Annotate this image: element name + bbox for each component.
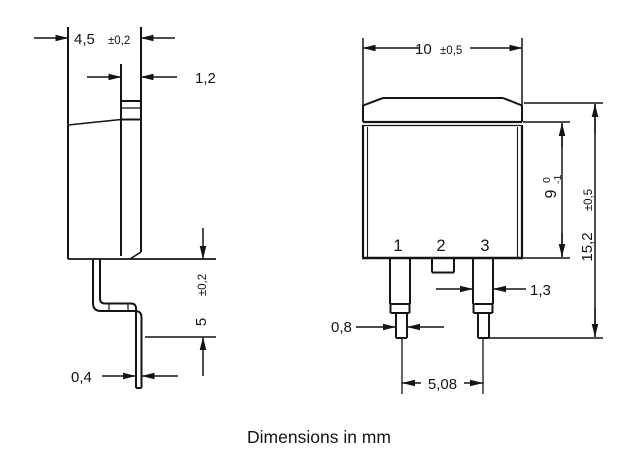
- front-view: 1 2 3 10 ±0,5 1,3 0,8 5,08: [331, 38, 603, 394]
- dim-side-lead-thickness: 0,4: [71, 369, 178, 386]
- side-view-lead: [92, 259, 143, 389]
- dim-body-height-tol-upper: 0: [541, 177, 553, 183]
- dim-side-tab-value: 1,2: [195, 70, 216, 87]
- dim-front-width: 10 ±0,5: [362, 41, 523, 58]
- drawing-caption: Dimensions in mm: [247, 427, 391, 447]
- side-view-outline: [67, 27, 216, 260]
- dim-body-height-text: 9 0 -1: [541, 175, 564, 199]
- side-body-top-slope: [67, 118, 122, 126]
- dim-side-tab: 1,2: [87, 70, 216, 87]
- pin-1-outline: [389, 259, 411, 339]
- dim-total-height-tol: ±0,5: [583, 189, 595, 211]
- dim-side-standoff-tol: ±0,2: [197, 274, 209, 296]
- tab-chamfer-right: [502, 97, 523, 107]
- dim-side-width-tol: ±0,2: [108, 35, 130, 47]
- dim-side-standoff-value: 5: [193, 318, 210, 326]
- dim-lead-width: 1,3: [436, 282, 551, 299]
- tab-chamfer-left: [362, 97, 384, 107]
- dim-side-lead-thickness-value: 0,4: [71, 369, 92, 386]
- pin-3-label: 3: [480, 237, 489, 255]
- side-view: 4,5 ±0,2 1,2 5 ±0,2 0,4: [34, 27, 216, 389]
- pin-3-outline: [472, 259, 494, 339]
- dim-total-height-text: 15,2 ±0,5: [579, 189, 596, 262]
- dim-lead-width-value: 1,3: [530, 282, 551, 299]
- dim-front-width-tol: ±0,5: [440, 45, 462, 57]
- dim-side-width: 4,5 ±0,2: [34, 31, 175, 48]
- dim-body-height: 9 0 -1: [523, 121, 570, 259]
- front-view-outline: [361, 38, 524, 260]
- dim-side-standoff: 5 ±0,2: [145, 228, 216, 376]
- dim-total-height-value: 15,2: [579, 232, 596, 261]
- lead-outer-contour: [92, 259, 143, 388]
- pin-2-label: 2: [436, 237, 445, 255]
- dim-body-height-value: 9: [543, 189, 560, 198]
- pin-2-stub-outline: [431, 259, 455, 274]
- dim-pitch-value: 5,08: [428, 376, 457, 393]
- dim-tip-width-value: 0,8: [331, 319, 352, 336]
- lead-inner-contour: [99, 259, 137, 388]
- dim-total-height: 15,2 ±0,5: [489, 102, 603, 339]
- dim-body-height-tol-lower: -1: [552, 175, 564, 184]
- pin-1-label: 1: [393, 237, 402, 255]
- side-bottom-chamfer: [129, 251, 142, 260]
- dim-tip-width: 0,8: [331, 319, 444, 336]
- dim-side-standoff-text: 5 ±0,2: [193, 274, 210, 326]
- dim-front-width-value: 10: [415, 41, 432, 58]
- dim-pitch: 5,08: [402, 376, 483, 393]
- front-view-pins: 1 2 3: [389, 237, 494, 394]
- dim-side-width-value: 4,5: [74, 31, 95, 48]
